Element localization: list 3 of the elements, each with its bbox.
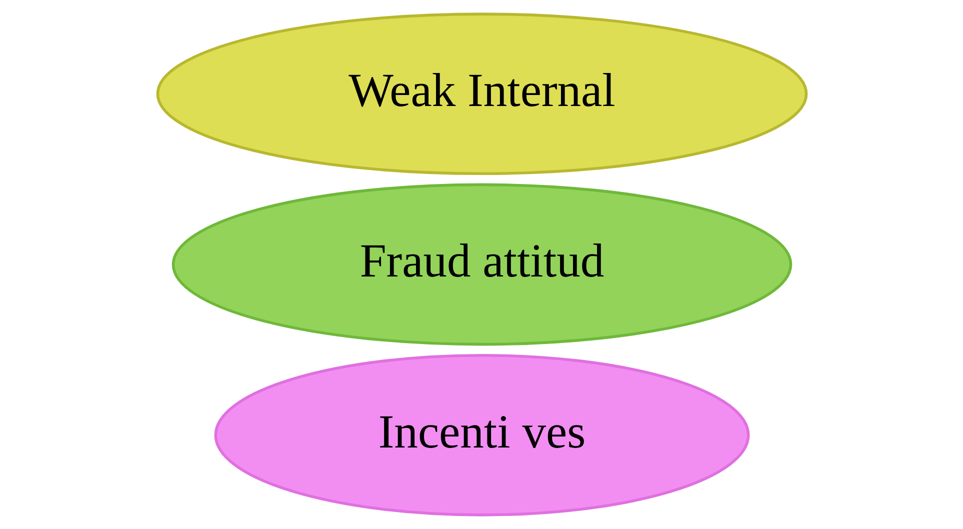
node-ellipse: Fraud attitud [171, 183, 792, 346]
node-ellipse: Incenti ves [214, 354, 750, 516]
node-ellipse: Weak Internal [156, 12, 808, 176]
